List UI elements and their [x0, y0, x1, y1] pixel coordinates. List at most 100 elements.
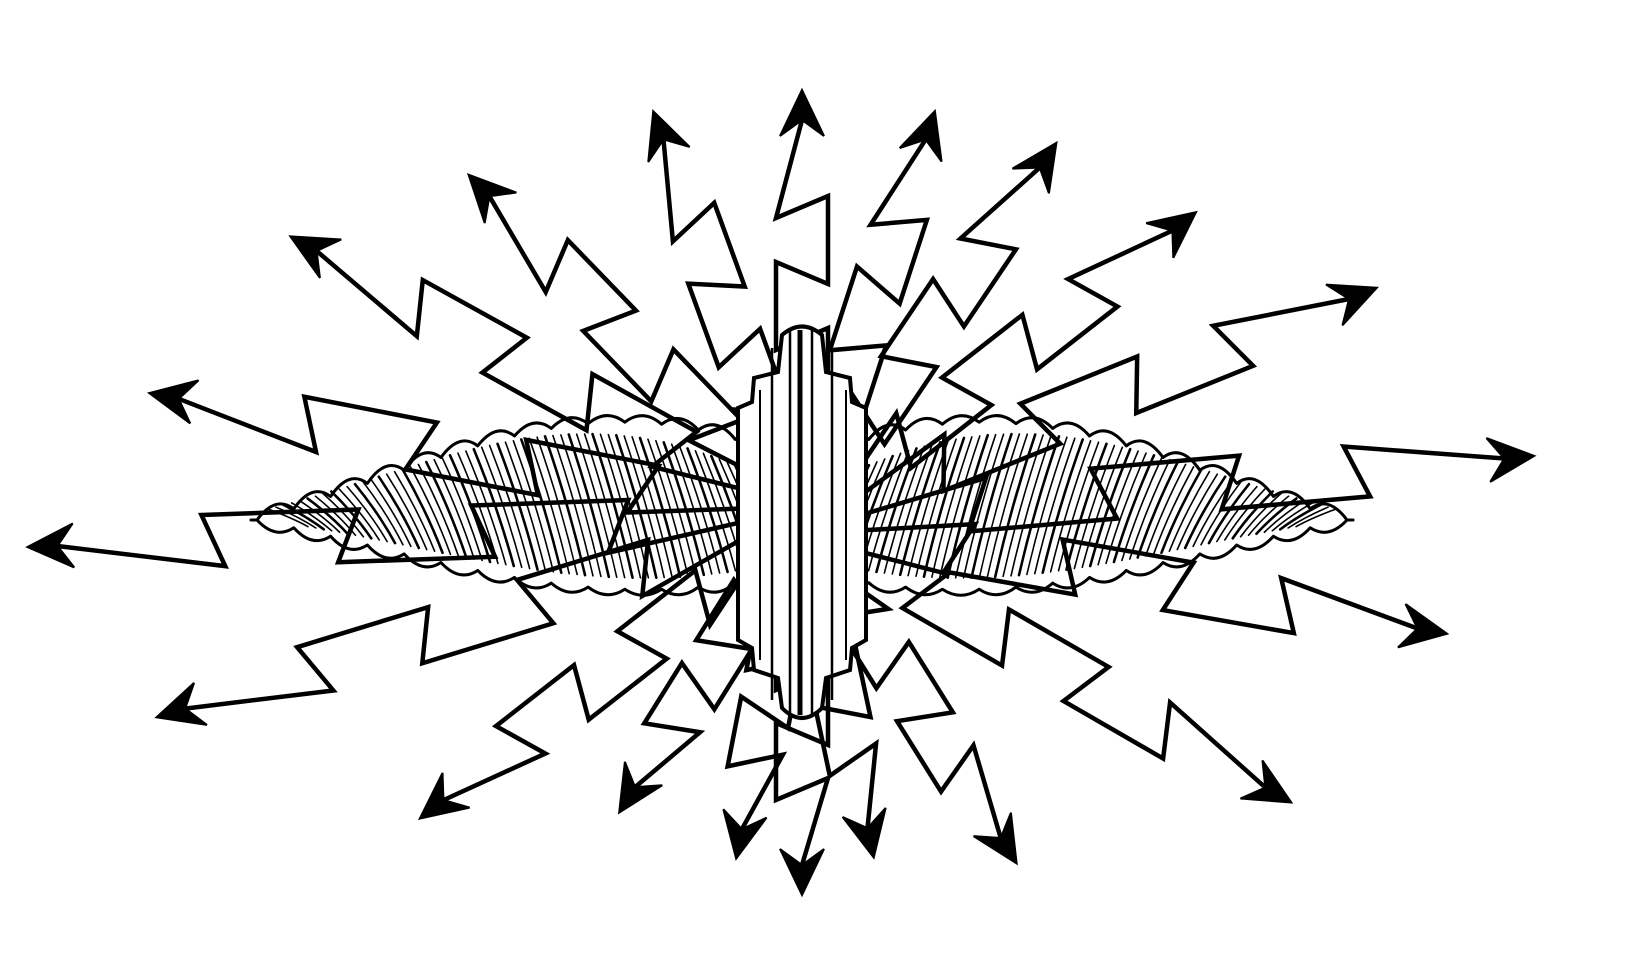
feather-stroke [1207, 482, 1251, 545]
feather-stroke [614, 433, 658, 579]
feather-stroke [377, 475, 421, 550]
arrow-head-icon [288, 235, 342, 279]
feather-stroke [1239, 493, 1282, 538]
feather-stroke [647, 438, 689, 578]
feather-stroke [1081, 446, 1124, 569]
arrow-head-icon [841, 807, 887, 860]
feather-stroke [1049, 440, 1092, 573]
feather-stroke [1183, 475, 1227, 550]
arrow-head-icon [1485, 437, 1537, 483]
feather-stroke [1065, 442, 1108, 571]
lightning-bolt [860, 521, 1419, 636]
lightning-bolt [861, 443, 1505, 535]
feather-stroke [1144, 463, 1187, 557]
lightning-bolt [856, 296, 1350, 500]
feather-stroke [1216, 485, 1258, 543]
feather-stroke [898, 441, 942, 577]
feather-stroke [528, 437, 571, 575]
feather-stroke [496, 442, 539, 571]
lightning-bolt [853, 547, 1267, 790]
arrow-head-icon [1397, 603, 1450, 649]
arrow-head-icon [1325, 283, 1380, 327]
feather-stroke [401, 467, 444, 555]
feather-stroke [931, 436, 973, 578]
feather-stroke [290, 502, 333, 532]
feather-stroke [519, 438, 563, 575]
feather-stroke [346, 485, 388, 543]
feather-stroke [1033, 437, 1076, 575]
feather-stroke [938, 435, 981, 579]
feather-stroke [275, 506, 317, 529]
right-wing [827, 408, 1355, 597]
feather-stroke [1136, 460, 1180, 559]
arrow-head-icon [779, 87, 825, 137]
feather-stroke [393, 470, 436, 552]
feather-stroke [512, 440, 555, 573]
lightning-bolt [177, 393, 744, 515]
feather-stroke [1168, 470, 1211, 552]
feather-stroke [441, 456, 483, 562]
lightning-bolt [184, 535, 746, 711]
arrow-head-icon [647, 109, 691, 163]
arrow-head-icon [617, 761, 663, 815]
lightning-bolt [833, 165, 1042, 471]
feather-stroke [409, 466, 452, 556]
feather-stroke [1295, 508, 1337, 528]
central-disc [736, 324, 868, 720]
feather-stroke [1231, 490, 1275, 540]
feather-stroke [1287, 506, 1329, 529]
feather-stroke [993, 433, 1037, 579]
feather-stroke [306, 497, 349, 536]
feather-stroke [978, 433, 1021, 579]
feather-stroke [1057, 441, 1100, 572]
feather-stroke [465, 450, 507, 566]
feather-stroke [1073, 444, 1116, 570]
feather-stroke [480, 446, 523, 569]
arrow-head-icon [466, 173, 517, 224]
feather-stroke [536, 436, 578, 576]
feather-stroke [1176, 473, 1219, 551]
lightning-bolt [847, 228, 1174, 485]
lightning-bolts [25, 87, 1537, 898]
feather-stroke [1152, 466, 1195, 556]
arrow-head-icon [417, 772, 470, 821]
feather-stroke [1223, 488, 1266, 541]
feather-stroke [1271, 502, 1314, 532]
feather-stroke [370, 478, 412, 548]
feather-stroke [1088, 447, 1132, 568]
feather-stroke [922, 436, 966, 579]
feather-stroke [298, 499, 341, 534]
feather-stroke [1200, 480, 1242, 546]
arrow-head-icon [25, 522, 75, 569]
feather-stroke [560, 434, 602, 578]
feather-stroke [591, 432, 634, 580]
arrow-head-icon [899, 108, 943, 163]
feather-stroke [472, 447, 516, 568]
arrow-head-icon [1011, 140, 1058, 194]
arrow-head-icon [154, 682, 208, 726]
feather-stroke [385, 473, 428, 551]
feather-stroke [954, 433, 997, 579]
feather-stroke [623, 435, 666, 579]
feather-stroke [631, 436, 673, 578]
arrow-head-icon [146, 379, 200, 425]
arrow-head-icon [1240, 759, 1294, 804]
lightning-bolt [442, 555, 757, 803]
feather-stroke [1247, 495, 1290, 537]
lightning-bolt [315, 249, 751, 494]
feather-stroke [1160, 467, 1203, 555]
arrow-head-icon [1145, 210, 1198, 259]
feather-stroke [322, 493, 365, 538]
lightning-bolt [487, 195, 762, 479]
feather-stroke [1278, 503, 1322, 531]
feather-stroke [282, 503, 326, 531]
feather-stroke [655, 439, 697, 577]
feather-stroke [638, 436, 682, 579]
feather-stroke [329, 490, 373, 540]
arrow-head-icon [779, 848, 825, 898]
arrow-head-icon [722, 808, 768, 861]
feather-stroke [1128, 458, 1171, 560]
feather-stroke [986, 433, 1029, 579]
